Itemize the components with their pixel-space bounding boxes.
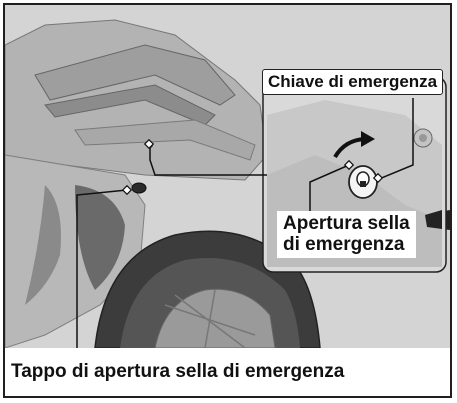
seat-opening-label: Apertura sella di emergenza — [277, 211, 416, 258]
curved-arrow-icon — [333, 131, 375, 159]
key-cylinder-icon — [348, 165, 378, 199]
emergency-key-text: Chiave di emergenza — [268, 72, 438, 91]
figure-frame: Chiave di emergenza Apertura sella di em… — [3, 3, 452, 398]
motorcycle-rear-drawing — [5, 5, 450, 348]
emergency-key-label: Chiave di emergenza — [262, 69, 444, 96]
seat-opening-line1: Apertura sella — [283, 213, 410, 234]
seat-opening-line2: di emergenza — [283, 234, 405, 256]
motorcycle-rear-illustration — [5, 5, 450, 348]
cap-caption: Tappo di apertura sella di emergenza — [11, 361, 345, 382]
